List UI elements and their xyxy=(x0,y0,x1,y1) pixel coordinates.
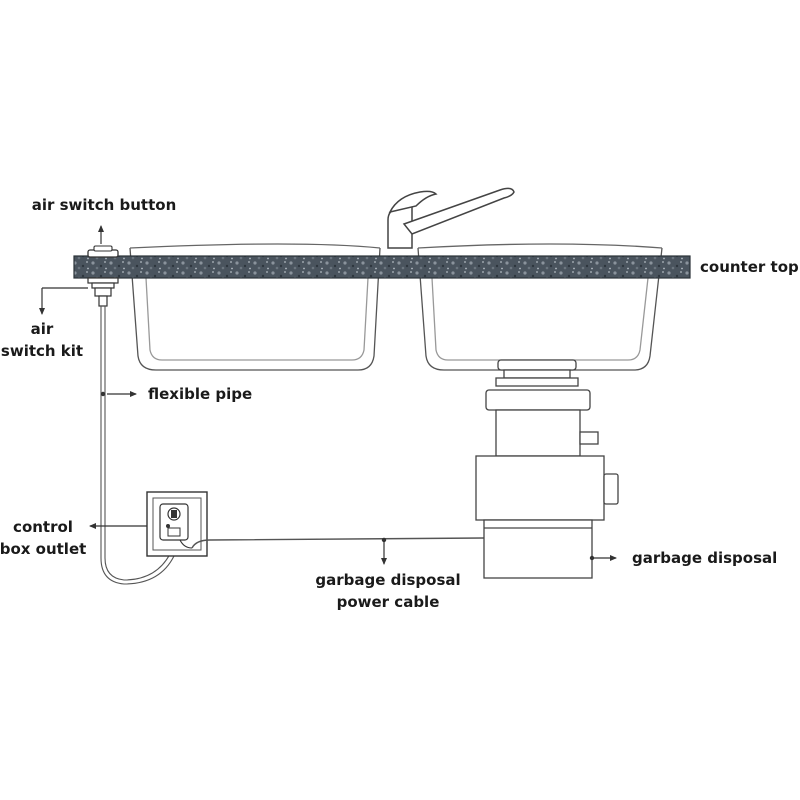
label-air-switch-kit-line2: switch kit xyxy=(1,342,83,360)
label-power-cable-line2: power cable xyxy=(337,593,440,611)
leader-lines xyxy=(39,225,617,565)
label-air-switch-kit-line1: air xyxy=(31,320,54,338)
label-garbage-disposal: garbage disposal xyxy=(632,549,777,567)
label-flexible-pipe: flexible pipe xyxy=(148,385,252,403)
faucet xyxy=(387,187,515,249)
counter-top xyxy=(73,255,691,279)
power-cable xyxy=(191,537,485,549)
flexible-pipe xyxy=(100,306,175,585)
garbage-disposal xyxy=(475,359,619,579)
label-counter-top: counter top xyxy=(700,258,799,276)
control-box-outlet[interactable] xyxy=(146,491,208,557)
air-switch-kit xyxy=(87,277,119,307)
air-switch-button[interactable] xyxy=(87,245,119,258)
label-control-box-outlet-line2: box outlet xyxy=(0,540,86,558)
label-power-cable-line1: garbage disposal xyxy=(315,571,460,589)
label-control-box-outlet-line1: control xyxy=(13,518,73,536)
label-air-switch-button: air switch button xyxy=(32,196,177,214)
leader-dots xyxy=(100,391,595,561)
